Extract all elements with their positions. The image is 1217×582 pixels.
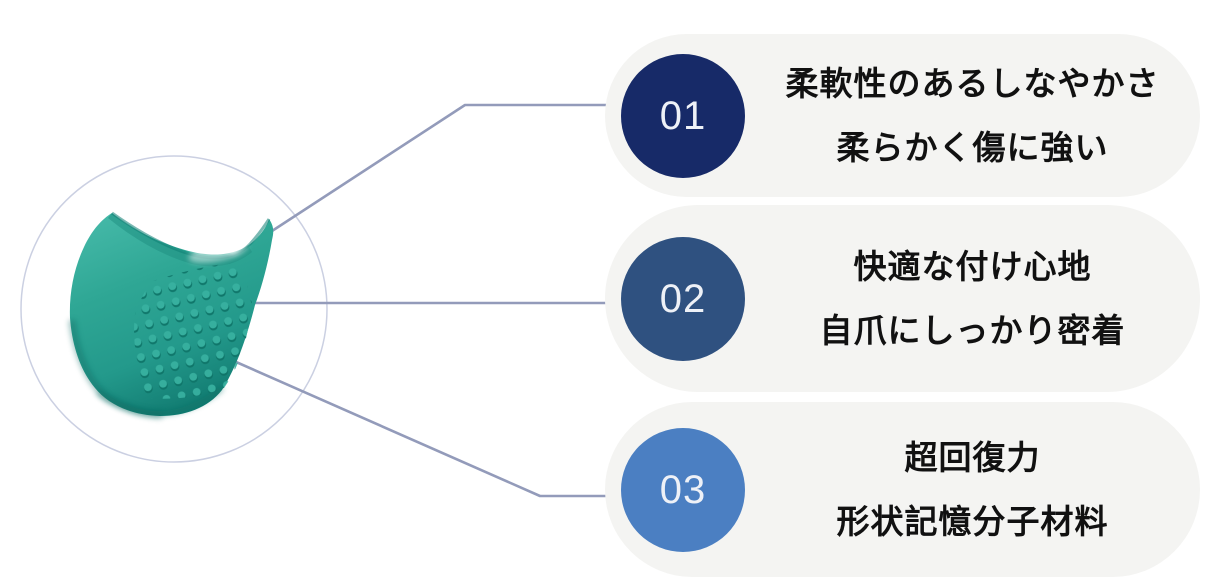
- connector-line-1: [271, 103, 625, 233]
- feature-2-line-1: 快適な付け心地: [853, 247, 1092, 285]
- feature-1-line-2: 柔らかく傷に強い: [836, 128, 1109, 166]
- feature-3-text: 超回復力 形状記憶分子材料: [745, 426, 1200, 554]
- connector-line-3: [226, 356, 625, 498]
- grip-dots-texture: [134, 262, 252, 399]
- feature-card-2: 02 快適な付け心地 自爪にしっかり密着: [605, 205, 1200, 392]
- feature-3-number-badge: 03: [621, 427, 745, 552]
- feature-3-line-2: 形状記憶分子材料: [836, 502, 1109, 540]
- feature-1-text: 柔軟性のあるしなやかさ 柔らかく傷に強い: [745, 52, 1200, 180]
- feature-2-text: 快適な付け心地 自爪にしっかり密着: [745, 235, 1200, 363]
- feature-2-number-badge: 02: [621, 236, 745, 361]
- feature-3-number: 03: [659, 467, 707, 512]
- feature-1-line-1: 柔軟性のあるしなやかさ: [785, 64, 1160, 102]
- feature-card-1: 01 柔軟性のあるしなやかさ 柔らかく傷に強い: [605, 34, 1200, 197]
- guide-circle: [20, 155, 328, 463]
- feature-3-line-1: 超回復力: [904, 438, 1041, 476]
- feature-1-number: 01: [659, 93, 707, 138]
- feature-1-number-badge: 01: [621, 53, 745, 178]
- feature-2-number: 02: [659, 276, 707, 321]
- product-photo: [68, 211, 274, 419]
- feature-2-line-2: 自爪にしっかり密着: [819, 311, 1126, 349]
- feature-card-3: 03 超回復力 形状記憶分子材料: [605, 402, 1200, 577]
